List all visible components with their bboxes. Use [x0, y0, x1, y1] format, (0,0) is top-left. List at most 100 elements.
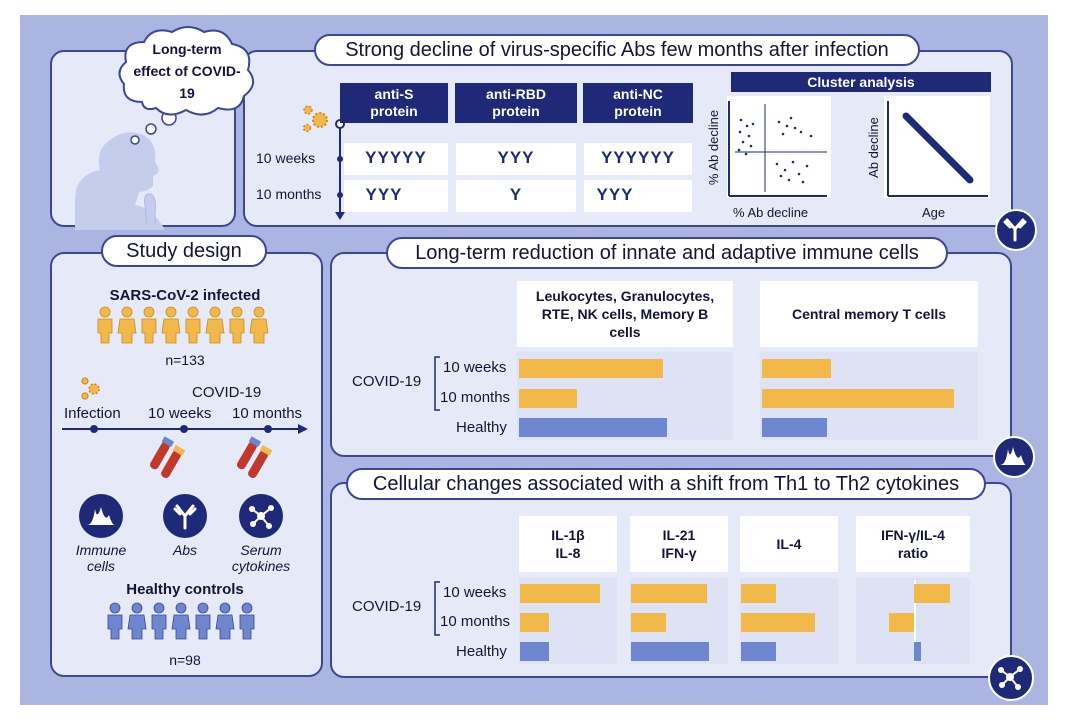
immune-bar: [762, 418, 827, 437]
cytokine-group-label: COVID-19: [352, 598, 422, 615]
cytokine-bar: [889, 613, 914, 632]
cytokine-bar: [631, 642, 709, 661]
icon-label-immune-cells: Immune cells: [75, 542, 127, 574]
immune-bracket: [434, 356, 440, 411]
cytokine-header-line2: IFN-γ: [661, 545, 697, 561]
cytokine-col-header: IFN-γ/IL-4 ratio: [856, 516, 970, 572]
age-x-label: Age: [922, 205, 946, 220]
zero-line: [914, 580, 916, 662]
immune-group-label: COVID-19: [352, 373, 422, 390]
healthy-label: Healthy controls: [126, 581, 244, 598]
antibody-count-s-10months: YYY: [365, 185, 403, 204]
cell: [584, 143, 692, 175]
antibody-header-nc: anti-NC protein: [583, 83, 693, 123]
cytokine-bar: [631, 613, 666, 632]
icon-label-abs: Abs: [172, 542, 198, 558]
scatter-x-label: % Ab decline: [733, 205, 809, 220]
network-glyph: [249, 505, 274, 529]
antibody-header-s: anti-S protein: [340, 83, 448, 123]
immune-row-10months: 10 months: [440, 389, 511, 406]
histogram-glyph: [1000, 447, 1026, 465]
cytokine-header-line1: IL-4: [776, 536, 802, 552]
immune-row-10weeks: 10 weeks: [443, 359, 507, 376]
scatter-plot: [727, 96, 831, 198]
virus-icon: [302, 105, 328, 133]
blood-tube-icon: [149, 436, 186, 478]
cell: [344, 143, 448, 175]
timeline-arrow: [62, 424, 308, 434]
cell: [344, 180, 448, 212]
cytokine-header-line1: IL-1β: [551, 527, 585, 543]
antibody-count-rbd-10months: Y: [509, 185, 523, 204]
infected-n: n=133: [165, 352, 205, 368]
immune-panel-title: Long-term reduction of innate and adapti…: [386, 237, 948, 269]
cytokine-bar: [520, 613, 549, 632]
healthy-n: n=98: [169, 652, 201, 668]
timeline-10weeks: 10 weeks: [148, 405, 212, 422]
infected-people-icon: [97, 306, 269, 344]
blood-tube-icon: [236, 436, 273, 478]
cell: [584, 180, 692, 212]
cytokine-row-10months: 10 months: [440, 613, 511, 630]
cytokine-bar: [520, 584, 600, 603]
cytokine-header-line2: ratio: [897, 545, 929, 561]
immune-bar: [762, 359, 831, 378]
antibody-count-rbd-10weeks: YYY: [497, 148, 535, 167]
icon-label-serum-cytokines: Serum cytokines: [231, 542, 291, 574]
row-label-10months: 10 months: [256, 186, 322, 202]
cytokine-bracket: [434, 581, 440, 636]
antibody-header-rbd: anti-RBD protein: [455, 83, 577, 123]
cytokine-bar: [741, 613, 815, 632]
antibody-count-nc-10weeks: YYYYYY: [600, 148, 676, 167]
histogram-glyph: [87, 507, 115, 525]
antibody-count-nc-10months: YYY: [596, 185, 634, 204]
network-glyph: [998, 666, 1023, 690]
cytokine-bar: [741, 642, 776, 661]
infected-label: SARS-CoV-2 infected: [109, 287, 261, 304]
age-y-label: Ab decline: [865, 117, 881, 178]
timeline-10months: 10 months: [232, 405, 303, 422]
cloud-title: Long-term effect of COVID-19: [133, 41, 241, 101]
cytokine-bar: [914, 642, 921, 661]
time-arrow: [335, 119, 345, 220]
immune-bar: [519, 418, 667, 437]
cytokine-bar: [631, 584, 707, 603]
cytokine-bar: [741, 584, 776, 603]
cytokine-row-10weeks: 10 weeks: [443, 584, 507, 601]
cytokine-header-line2: IL-8: [555, 545, 581, 561]
study-design-title: Study design: [101, 235, 267, 267]
age-axes: [887, 101, 988, 197]
cell: [456, 180, 576, 212]
immune-bar: [519, 359, 663, 378]
immune-col-header-2: Central memory T cells: [760, 281, 978, 347]
covid-label: COVID-19: [192, 384, 262, 401]
immune-bar: [762, 389, 954, 408]
virus-small-icon: [81, 377, 100, 400]
healthy-people-icon: [107, 602, 255, 640]
cytokines-panel-title: Cellular changes associated with a shift…: [346, 468, 986, 500]
immune-bar: [519, 389, 577, 408]
network-icon: [988, 655, 1034, 701]
immune-row-healthy: Healthy: [456, 419, 507, 436]
cell: [456, 143, 576, 175]
antibody-count-s-10weeks: YYYYY: [365, 148, 427, 167]
cytokine-col-header: IL-4: [740, 516, 838, 572]
row-label-10weeks: 10 weeks: [256, 150, 316, 166]
cluster-title: Cluster analysis: [731, 72, 991, 92]
cytokine-row-healthy: Healthy: [456, 643, 507, 660]
thought-cloud-icon: [118, 26, 255, 116]
antibody-glyph: [1003, 218, 1027, 242]
cytokine-header-line1: IL-21: [662, 527, 696, 543]
thinking-person-icon: [75, 110, 177, 230]
top-panel-title: Strong decline of virus-specific Abs few…: [314, 34, 920, 66]
cytokine-header-line1: IFN-γ/IL-4: [881, 527, 945, 543]
timeline-infection: Infection: [64, 405, 121, 422]
scatter-y-label: % Ab decline: [706, 109, 722, 186]
cytokine-bar: [914, 584, 950, 603]
immune-col-header-1: Leukocytes, Granulocytes, RTE, NK cells,…: [517, 281, 733, 347]
antibody-glyph: [173, 504, 197, 530]
cytokine-bar: [520, 642, 549, 661]
scatter-axes: [728, 101, 827, 197]
